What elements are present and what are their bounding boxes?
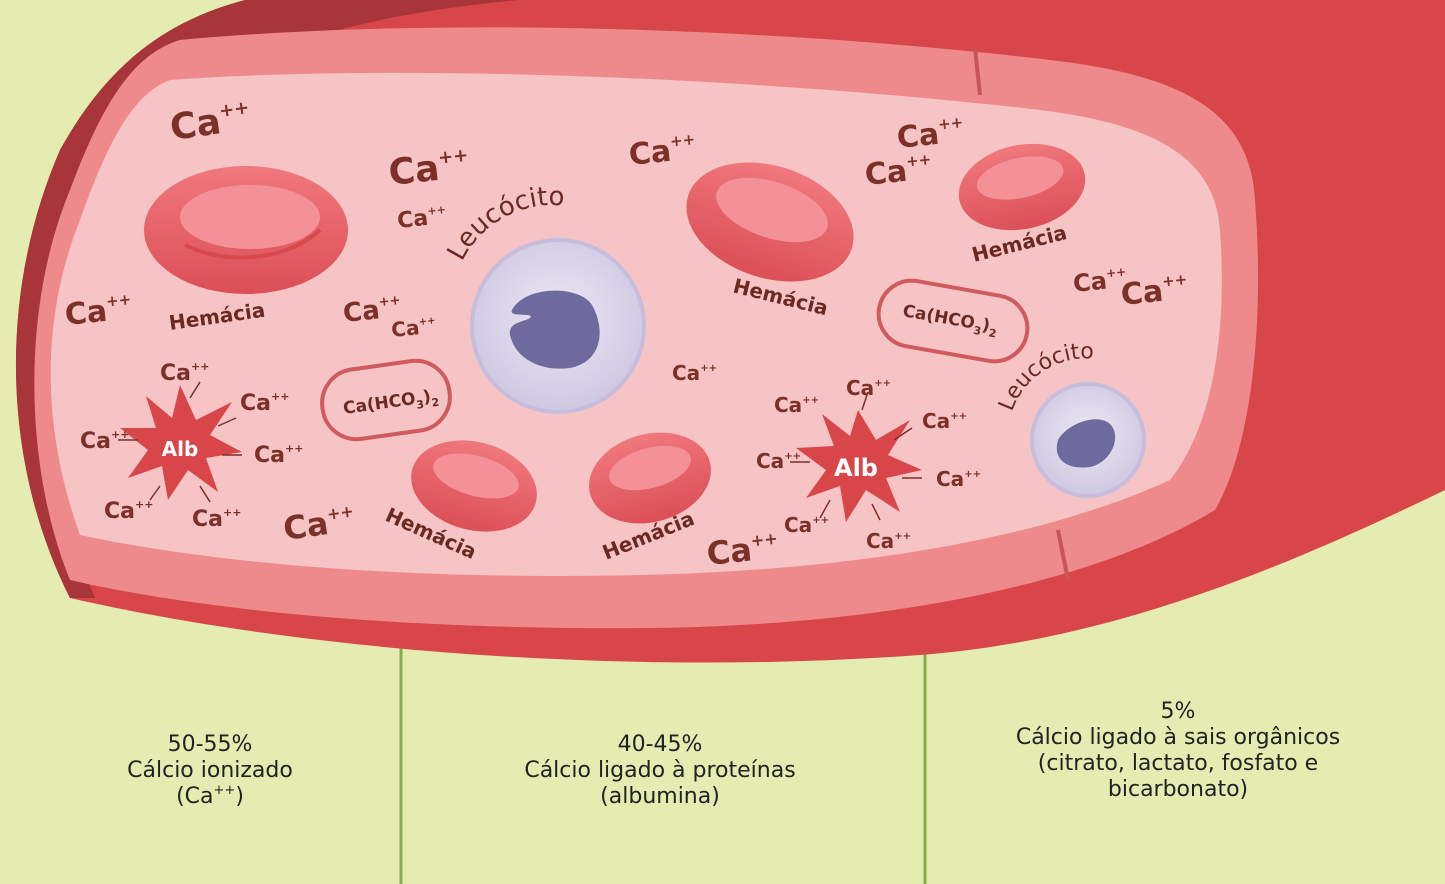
- wbc-1: [472, 240, 644, 412]
- caption-col-3: 5% Cálcio ligado à sais orgânicos (citra…: [1016, 699, 1340, 802]
- caption-3-line3: bicarbonato): [1108, 777, 1248, 802]
- caption-2-percent: 40-45%: [618, 732, 703, 757]
- albumin-label: Alb: [162, 437, 199, 461]
- albumin-label: Alb: [834, 454, 878, 482]
- caption-3-line2: (citrato, lactato, fosfato e: [1038, 751, 1318, 776]
- caption-2-line1: Cálcio ligado à proteínas: [524, 758, 795, 783]
- rbc-1: [144, 166, 348, 294]
- caption-1-percent: 50-55%: [168, 732, 253, 757]
- caption-col-1: 50-55% Cálcio ionizado (Ca++): [127, 732, 293, 809]
- caption-3-line1: Cálcio ligado à sais orgânicos: [1016, 725, 1340, 750]
- caption-1-line1: Cálcio ionizado: [127, 758, 293, 783]
- wbc-2: [1032, 384, 1144, 496]
- caption-col-2: 40-45% Cálcio ligado à proteínas (albumi…: [524, 732, 795, 809]
- caption-2-line2: (albumina): [600, 784, 720, 809]
- caption-3-percent: 5%: [1161, 699, 1196, 724]
- caption-1-line2: (Ca++): [176, 783, 244, 809]
